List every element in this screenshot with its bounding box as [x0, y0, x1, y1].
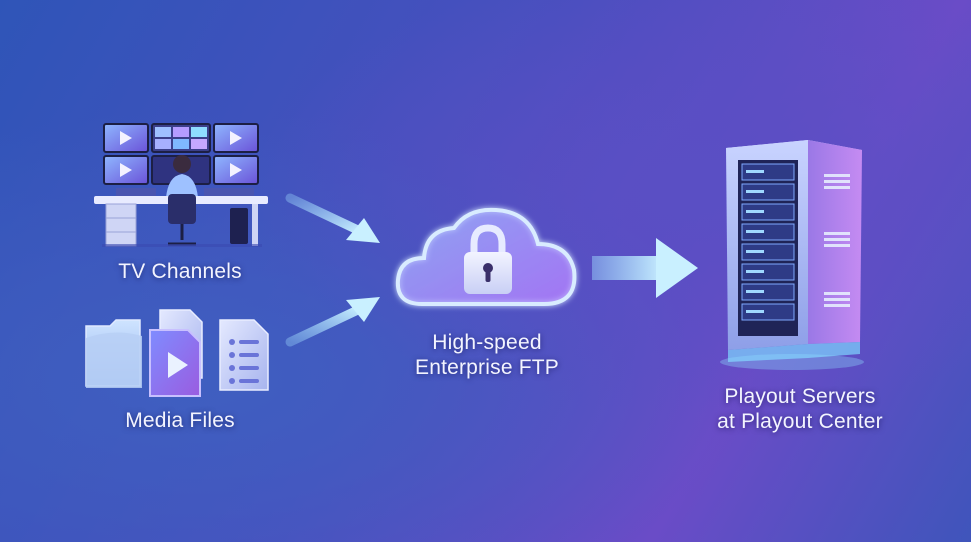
playout-label-line2: at Playout Center — [717, 410, 883, 433]
tv-channels-label: TV Channels — [118, 260, 242, 283]
ftp-label-line1: High-speed — [432, 331, 542, 354]
server-rack-icon — [720, 140, 864, 370]
media-files-icon — [85, 309, 269, 397]
broadcast-control-room-icon — [94, 123, 268, 247]
ftp-label-line2: Enterprise FTP — [414, 356, 559, 379]
media-files-label: Media Files — [125, 409, 235, 432]
arrow-tv-to-ftp — [285, 193, 380, 243]
arrow-ftp-to-playout — [592, 238, 698, 298]
playout-label-line1: Playout Servers — [724, 385, 876, 408]
arrow-media-to-ftp — [285, 297, 380, 347]
cloud-lock-icon — [395, 207, 577, 306]
